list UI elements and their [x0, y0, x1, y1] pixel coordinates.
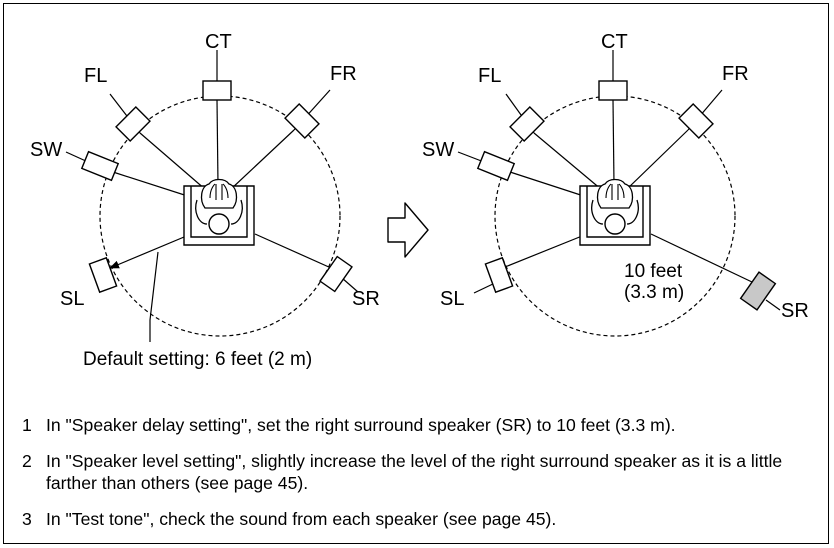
- speaker-sw: [80, 150, 120, 182]
- speaker-sr-highlighted: [739, 271, 777, 311]
- content-frame: [3, 3, 829, 544]
- default-setting-annotation: Default setting: 6 feet (2 m): [83, 349, 312, 370]
- listening-circle: [99, 95, 341, 337]
- label-sr: SR: [352, 288, 380, 310]
- listening-circle: [494, 95, 736, 337]
- speaker-fl: [509, 106, 545, 142]
- step-item: 2 In "Speaker level setting", slightly i…: [22, 450, 822, 494]
- label-sw: SW: [30, 139, 62, 161]
- listener-seat: [183, 178, 255, 246]
- speaker-sr: [319, 255, 353, 293]
- step-text: In "Speaker delay setting", set the righ…: [46, 415, 676, 435]
- label-sl: SL: [440, 288, 464, 310]
- step-number: 2: [22, 451, 32, 471]
- step-text: In "Speaker level setting", slightly inc…: [46, 451, 783, 493]
- step-number: 1: [22, 415, 32, 435]
- label-sl: SL: [60, 288, 84, 310]
- speaker-sw: [476, 150, 516, 182]
- label-sr: SR: [781, 300, 809, 322]
- distance-annotation-line1: 10 feet: [624, 261, 683, 282]
- left-diagram: CT FL FR SW SL SR Default setting: 6 fee…: [30, 31, 380, 370]
- step-number: 3: [22, 509, 32, 529]
- label-fr: FR: [330, 63, 357, 85]
- speaker-fl: [115, 106, 151, 142]
- label-fr: FR: [722, 63, 749, 85]
- speaker-diagram: CT FL FR SW SL SR Default setting: 6 fee…: [30, 31, 809, 370]
- step-item: 1 In "Speaker delay setting", set the ri…: [22, 414, 822, 436]
- instruction-steps: 1 In "Speaker delay setting", set the ri…: [22, 414, 822, 544]
- distance-annotation-line2: (3.3 m): [624, 282, 684, 303]
- label-sw: SW: [422, 139, 454, 161]
- label-ct: CT: [601, 31, 628, 53]
- speaker-fr: [284, 103, 320, 139]
- listener-seat: [579, 178, 651, 246]
- speaker-ct: [598, 80, 628, 101]
- label-fl: FL: [84, 65, 107, 87]
- annotation-leader: [149, 251, 159, 342]
- speaker-fr: [678, 103, 714, 139]
- label-ct: CT: [205, 31, 232, 53]
- speaker-sl: [484, 256, 514, 294]
- speaker-lines: [65, 50, 359, 293]
- sl-arrow-line: [109, 231, 197, 269]
- right-arrow-icon: [387, 202, 429, 258]
- right-diagram: CT FL FR SW SL SR 10 feet (3.3 m): [422, 31, 809, 337]
- label-fl: FL: [478, 65, 501, 87]
- step-text: In "Test tone", check the sound from eac…: [46, 509, 557, 529]
- speaker-ct: [202, 80, 232, 101]
- step-item: 3 In "Test tone", check the sound from e…: [22, 508, 822, 530]
- speaker-sl: [88, 256, 118, 294]
